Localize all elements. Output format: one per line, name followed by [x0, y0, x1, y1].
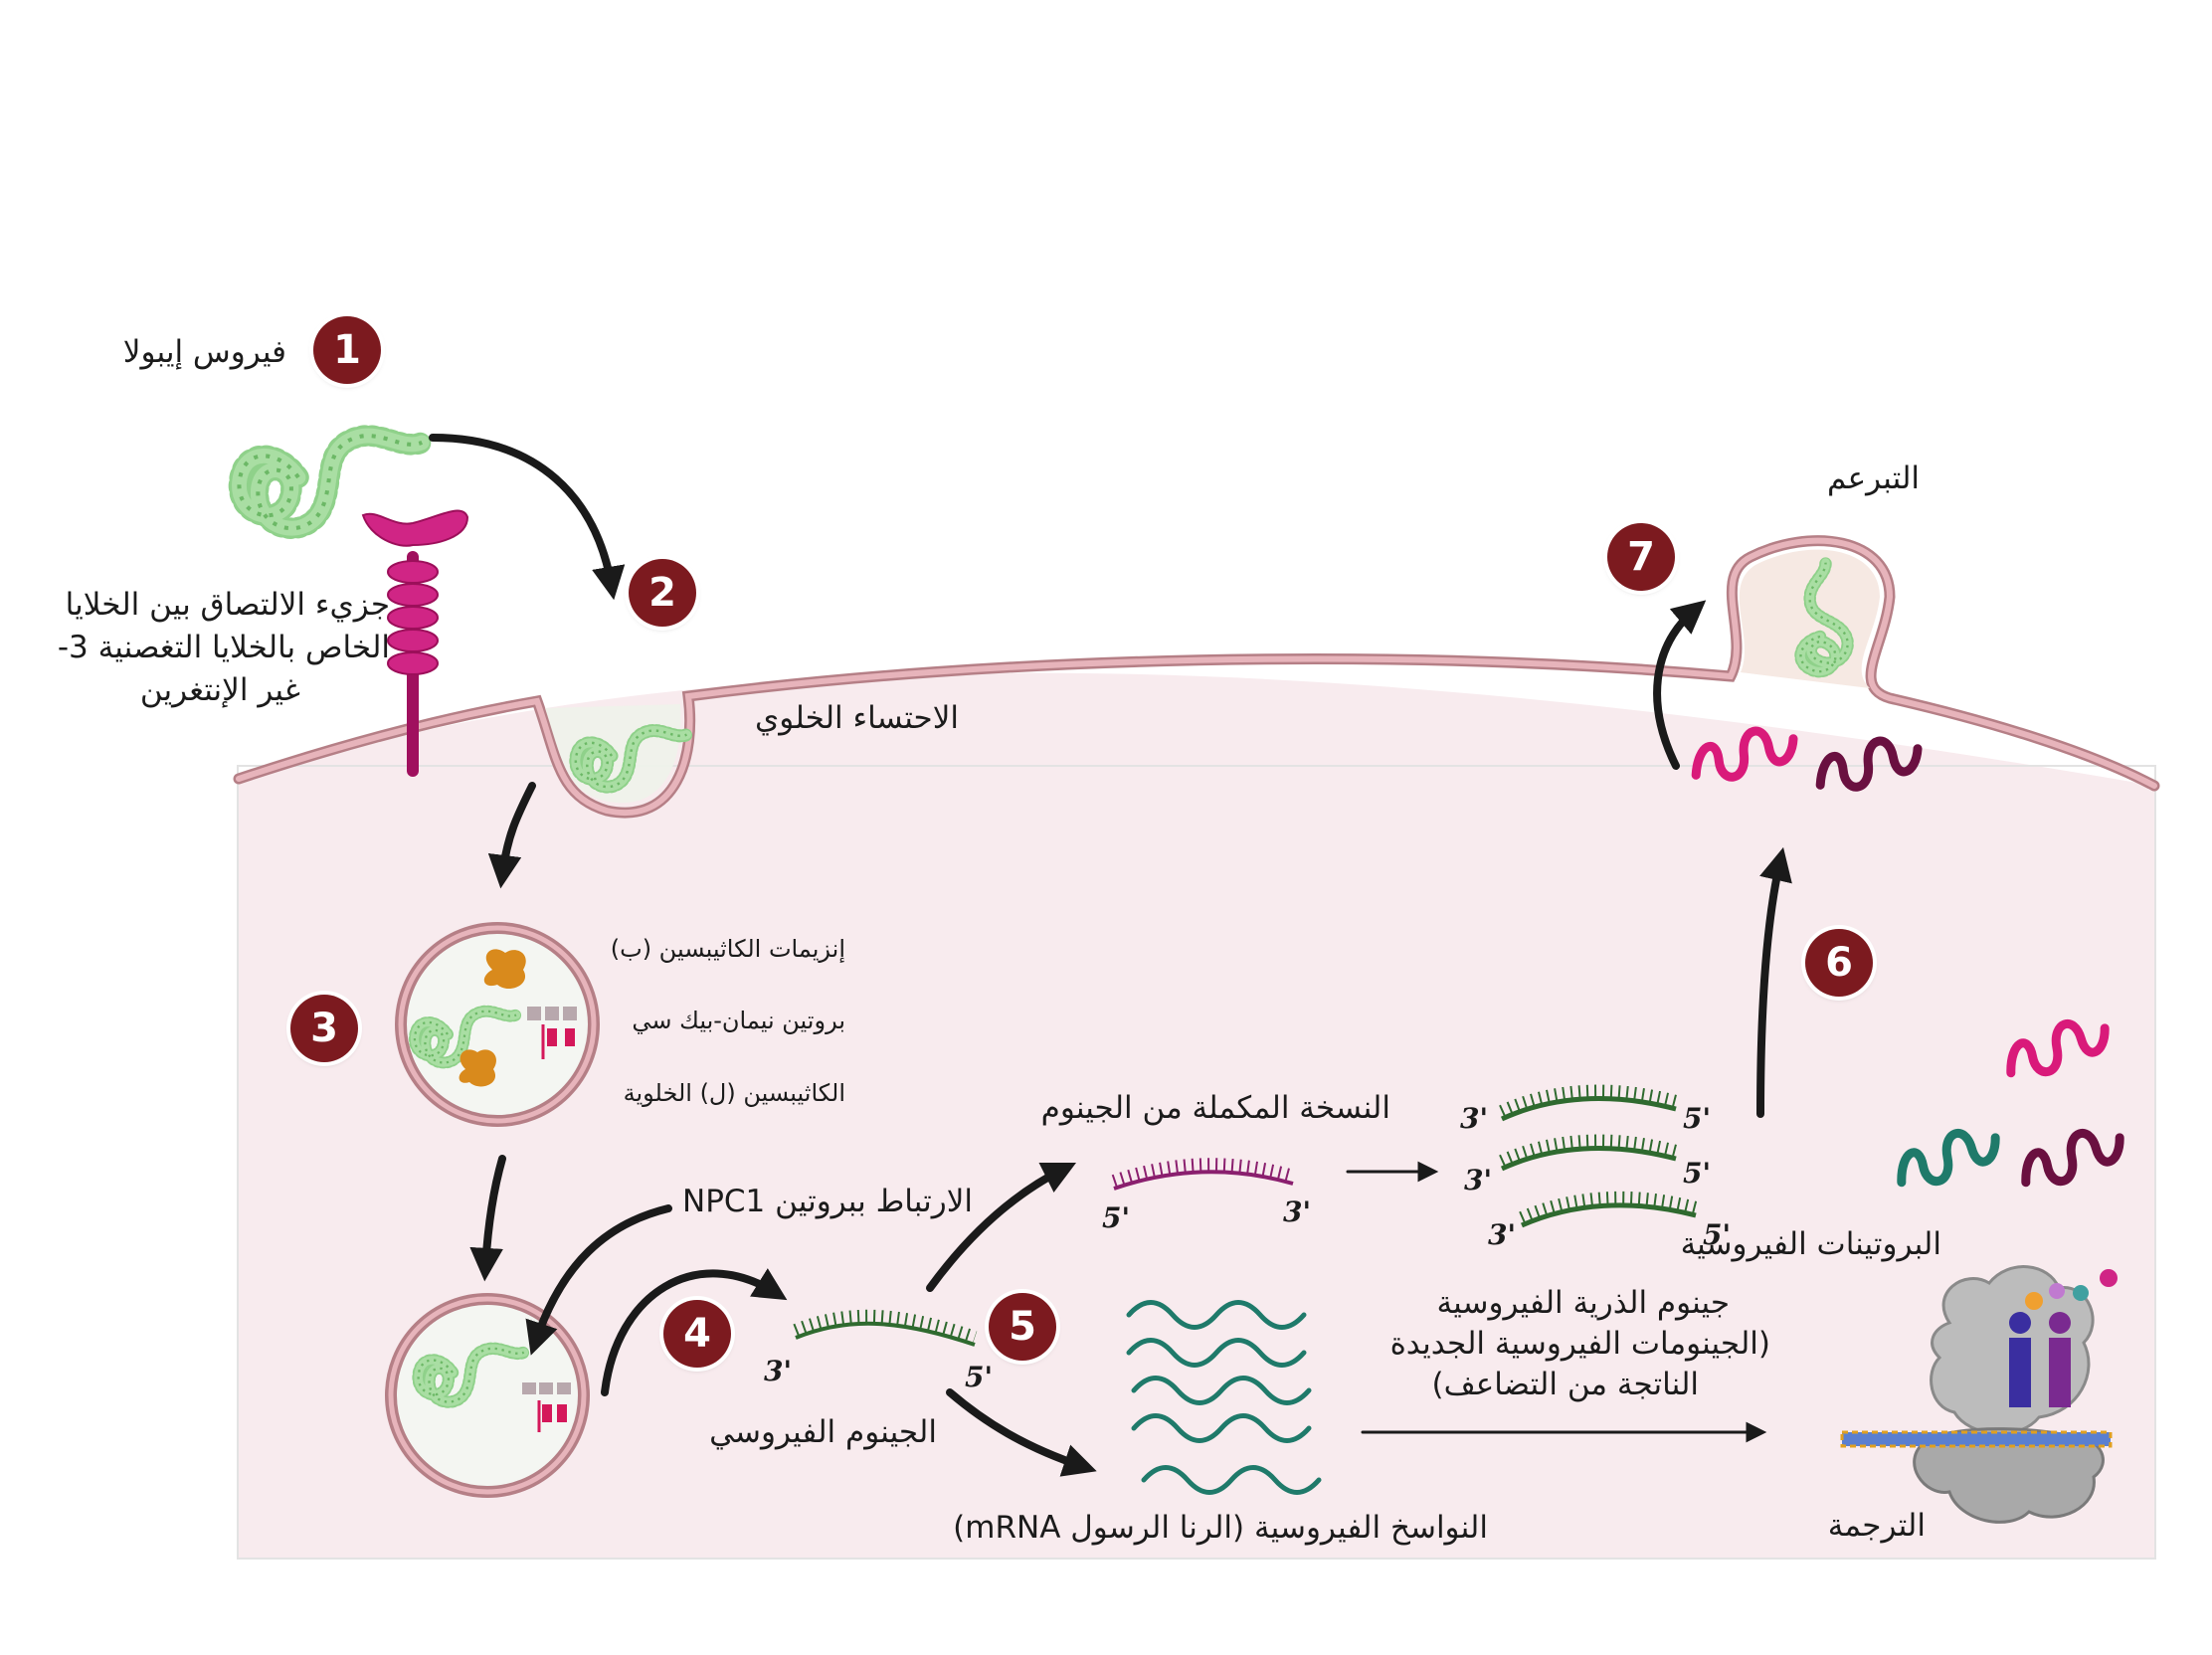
- genome-end-5prime: 5': [965, 1361, 994, 1393]
- label-receptor-line3: غير الإنتغرين: [139, 672, 300, 708]
- arrow-attach-to-entry: [429, 434, 626, 601]
- label-npc-protein: بروتين نيمان-بيك سي: [632, 1007, 845, 1034]
- label-viral-proteins: البروتينات الفيروسية: [1680, 1226, 1941, 1262]
- label-npc1-binding: الارتباط ببروتين NPC1: [682, 1184, 973, 1219]
- label-receptor-line1: جزيء الالتصاق بين الخلايا: [65, 587, 390, 623]
- progeny2-end-5prime: 5': [1683, 1157, 1712, 1190]
- label-viral-genome: الجينوم الفيروسي: [709, 1414, 937, 1450]
- label-mrna: النواسخ الفيروسية (الرنا الرسول mRNA): [953, 1510, 1488, 1546]
- antigenome-end-3prime: 3': [1283, 1195, 1312, 1228]
- endosome-npc1: [385, 1293, 590, 1498]
- ribosome-translation: [1840, 1265, 2118, 1524]
- arrow-to-mrna: [946, 1388, 1097, 1477]
- step-badge-4: 4: [663, 1300, 731, 1368]
- arrow-endosome-to-endosome: [469, 1155, 506, 1282]
- label-antigenome: النسخة المكملة من الجينوم: [1040, 1090, 1390, 1126]
- arrow-to-budding: [1756, 846, 1792, 1118]
- progeny-genomes: [1499, 1084, 1698, 1228]
- ebola-virion-outside: [239, 436, 422, 528]
- progeny1-end-5prime: 5': [1683, 1102, 1712, 1135]
- step-badge-3: 3: [290, 995, 358, 1062]
- arrow-to-antigenome: [926, 1162, 1077, 1292]
- genome-end-3prime: 3': [764, 1355, 793, 1387]
- progeny1-end-3prime: 3': [1460, 1102, 1489, 1135]
- progeny3-end-5prime: 5': [1703, 1218, 1732, 1251]
- step-badge-2: 2: [629, 559, 696, 627]
- viral-genome-strand: [793, 1309, 978, 1347]
- label-progeny-line3: الناتجة من التضاعف): [1431, 1367, 1699, 1402]
- antigenome-strand: [1111, 1158, 1295, 1191]
- arrow-entry-to-endosome: [487, 782, 536, 889]
- step-badge-6: 6: [1805, 929, 1873, 997]
- step-badge-1: 1: [313, 316, 381, 384]
- cell-frame: [237, 765, 2156, 1560]
- label-progeny-line1: جينوم الذرية الفيروسية: [1436, 1285, 1730, 1321]
- progeny2-end-3prime: 3': [1464, 1164, 1493, 1196]
- endosome-cathepsin: [395, 922, 600, 1127]
- viral-mrna-transcripts: [1126, 1300, 1322, 1495]
- label-ebola-virus: فيروس إيبولا: [122, 334, 286, 370]
- label-cathepsin-b: إنزيمات الكاثيبسين (ب): [610, 935, 845, 963]
- label-receptor-line2: الخاص بالخلايا التغصنية 3-: [57, 630, 390, 665]
- label-progeny-line2: (الجينومات الفيروسية الجديدة: [1389, 1326, 1770, 1362]
- arrow-to-bud: [1653, 600, 1707, 770]
- antigenome-end-5prime: 5': [1102, 1201, 1131, 1234]
- label-budding: التبرعم: [1827, 460, 1920, 496]
- label-endocytosis: الاحتساء الخلوي: [755, 700, 959, 736]
- step-badge-7: 7: [1607, 523, 1675, 591]
- label-translation: الترجمة: [1827, 1508, 1926, 1544]
- progeny3-end-3prime: 3': [1488, 1218, 1517, 1251]
- arrow-npc1-binding: [525, 1204, 672, 1356]
- step-badge-5: 5: [989, 1293, 1056, 1361]
- receptor-molecule: [361, 509, 469, 777]
- label-cathepsin-l: الكاثيبسين (ل) الخلوية: [623, 1079, 845, 1107]
- arrow-genome-release: [601, 1268, 788, 1396]
